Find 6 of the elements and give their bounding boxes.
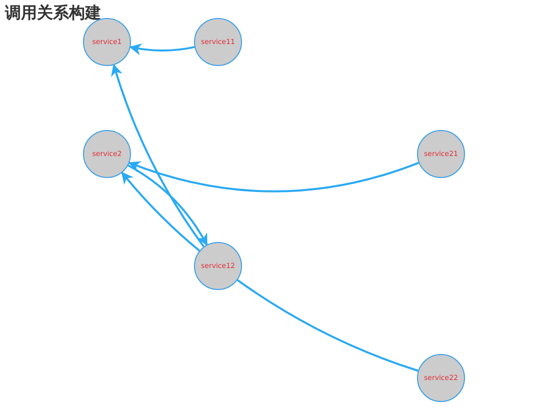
arrow <box>129 43 195 56</box>
arrow <box>111 64 205 248</box>
arrow <box>128 164 208 246</box>
arrow <box>121 172 200 252</box>
arrow <box>128 160 420 192</box>
connector-line <box>236 279 418 372</box>
